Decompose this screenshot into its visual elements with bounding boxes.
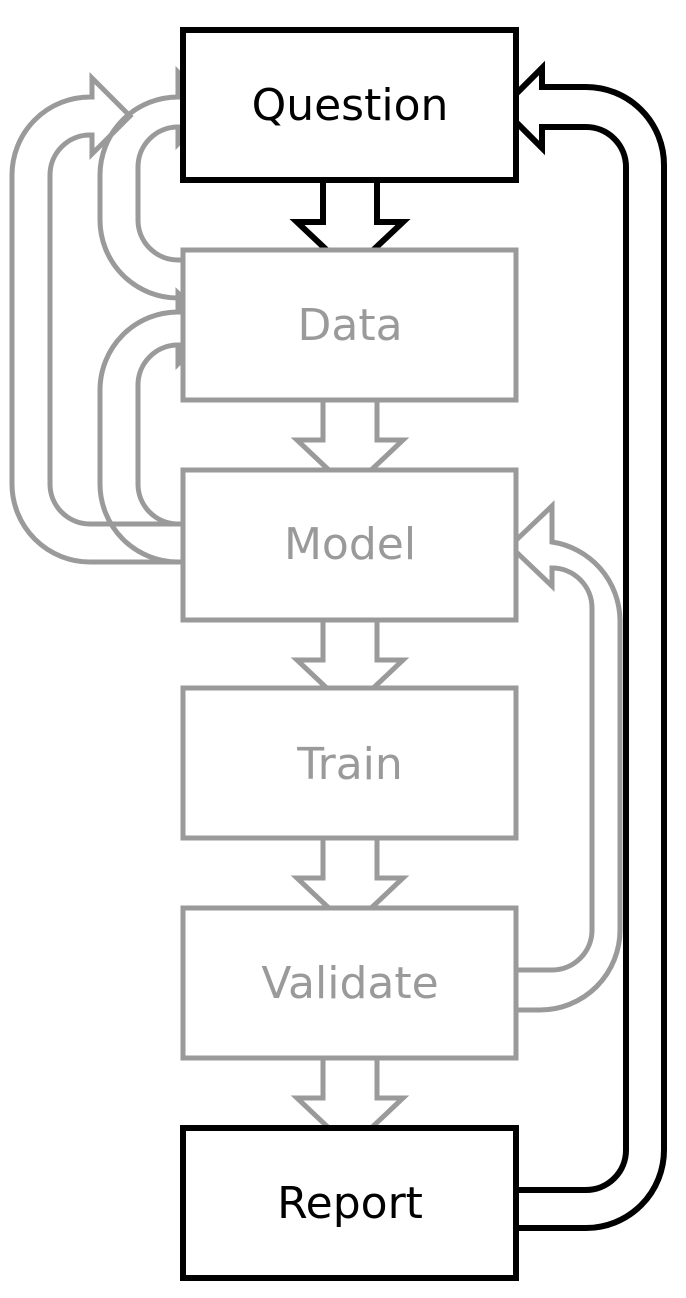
loop-arrow-model-to-data bbox=[97, 287, 218, 565]
step-label-model: Model bbox=[284, 519, 416, 570]
step-label-data: Data bbox=[297, 300, 402, 351]
step-label-report: Report bbox=[277, 1178, 423, 1229]
step-label-train: Train bbox=[296, 739, 403, 790]
step-label-validate: Validate bbox=[261, 958, 438, 1009]
loop-arrow-report-to-question bbox=[497, 60, 667, 1231]
step-box-data bbox=[180, 247, 519, 403]
step-box-validate bbox=[180, 905, 519, 1061]
loop-arrow-validate-to-model bbox=[506, 500, 623, 1013]
step-box-question bbox=[180, 27, 519, 183]
step-box-model bbox=[180, 467, 519, 623]
loop-arrow-data-to-question bbox=[97, 65, 218, 301]
step-box-report bbox=[180, 1125, 519, 1281]
step-label-question: Question bbox=[252, 80, 449, 131]
loop-arrow-model-to-question bbox=[9, 71, 182, 565]
step-box-train bbox=[180, 685, 519, 841]
